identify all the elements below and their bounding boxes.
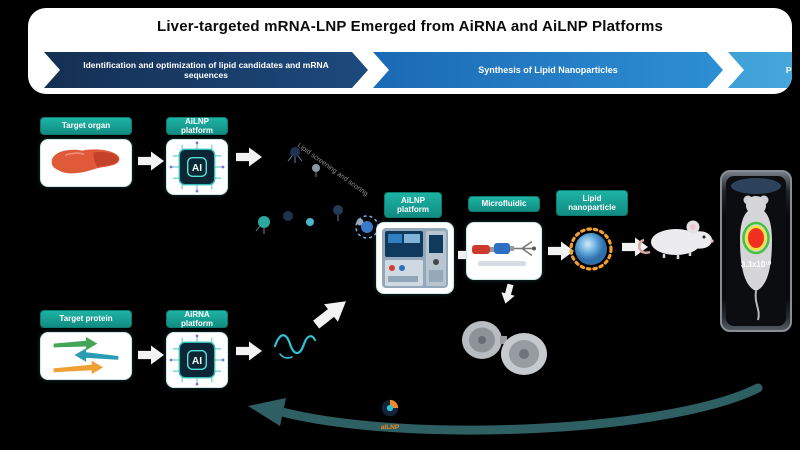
target-protein-label: Target protein [40,310,132,328]
ai-chip-icon: AI [169,334,225,386]
lipid-candidates-cluster [255,147,364,234]
process-step-3: Pre-clinical Model Testing [728,52,792,88]
bioluminescence-readout: 3.3x10¹⁰ [740,260,772,269]
brand-logo: aiLNP [368,398,412,431]
brand-logo-icon [381,399,399,417]
lipid-nanoparticle-icon [569,227,613,271]
process-steps: Identification and optimization of lipid… [44,52,792,88]
process-step-2: Synthesis of Lipid Nanoparticles [373,52,723,88]
ai-chip-icon: AI [169,141,225,193]
arrow-protein-to-airna [138,345,164,365]
ailnp-platform-mid-label: AiLNP platform [384,192,442,218]
figure-title: Liver-targeted mRNA-LNP Emerged from AiR… [156,18,664,35]
arrow-airna-to-mrna [236,341,262,361]
arrow-microfluidic-to-devices [498,282,519,305]
target-organ-label: Target organ [40,117,132,135]
process-step-2-label: Synthesis of Lipid Nanoparticles [478,64,618,75]
protein-ribbons-icon [53,336,119,375]
ai-chip-text: AI [192,163,202,174]
microfluidic-chip-icon [472,240,536,266]
process-step-1: Identification and optimization of lipid… [44,52,368,88]
lab-instrument-icon [382,228,448,288]
process-step-1-label: Identification and optimization of lipid… [83,59,329,80]
brand-logo-text: aiLNP [380,424,400,431]
liver-icon [51,149,120,174]
formulation-devices-icon [462,321,547,375]
protein-box [40,332,132,380]
header-banner: Liver-targeted mRNA-LNP Emerged from AiR… [28,8,792,94]
ai-chip-text: AI [192,356,202,367]
mouse-icon [637,220,714,259]
microfluidic-label: Microfluidic [468,196,540,212]
lipid-nanoparticle-label: Lipid nanoparticle [556,190,628,216]
ailnp-instrument-box [376,222,454,294]
microfluidic-box [466,222,542,280]
ailnp-platform-top-label: AiLNP platform [166,117,228,135]
feedback-loop-arrow [248,383,763,435]
process-step-3-label: Pre-clinical Model Testing [785,64,792,75]
ivis-imaging-device: 3.3x10¹⁰ [720,170,792,332]
airna-chip-box: AI [166,332,228,388]
liver-box [40,139,132,187]
mrna-icon [273,334,317,359]
ivis-mouse-scan-icon [726,176,786,326]
ailnp-chip-box: AI [166,139,228,195]
arrow-liver-to-ailnp [138,151,164,171]
airna-platform-label: AiRNA platform [166,310,228,328]
